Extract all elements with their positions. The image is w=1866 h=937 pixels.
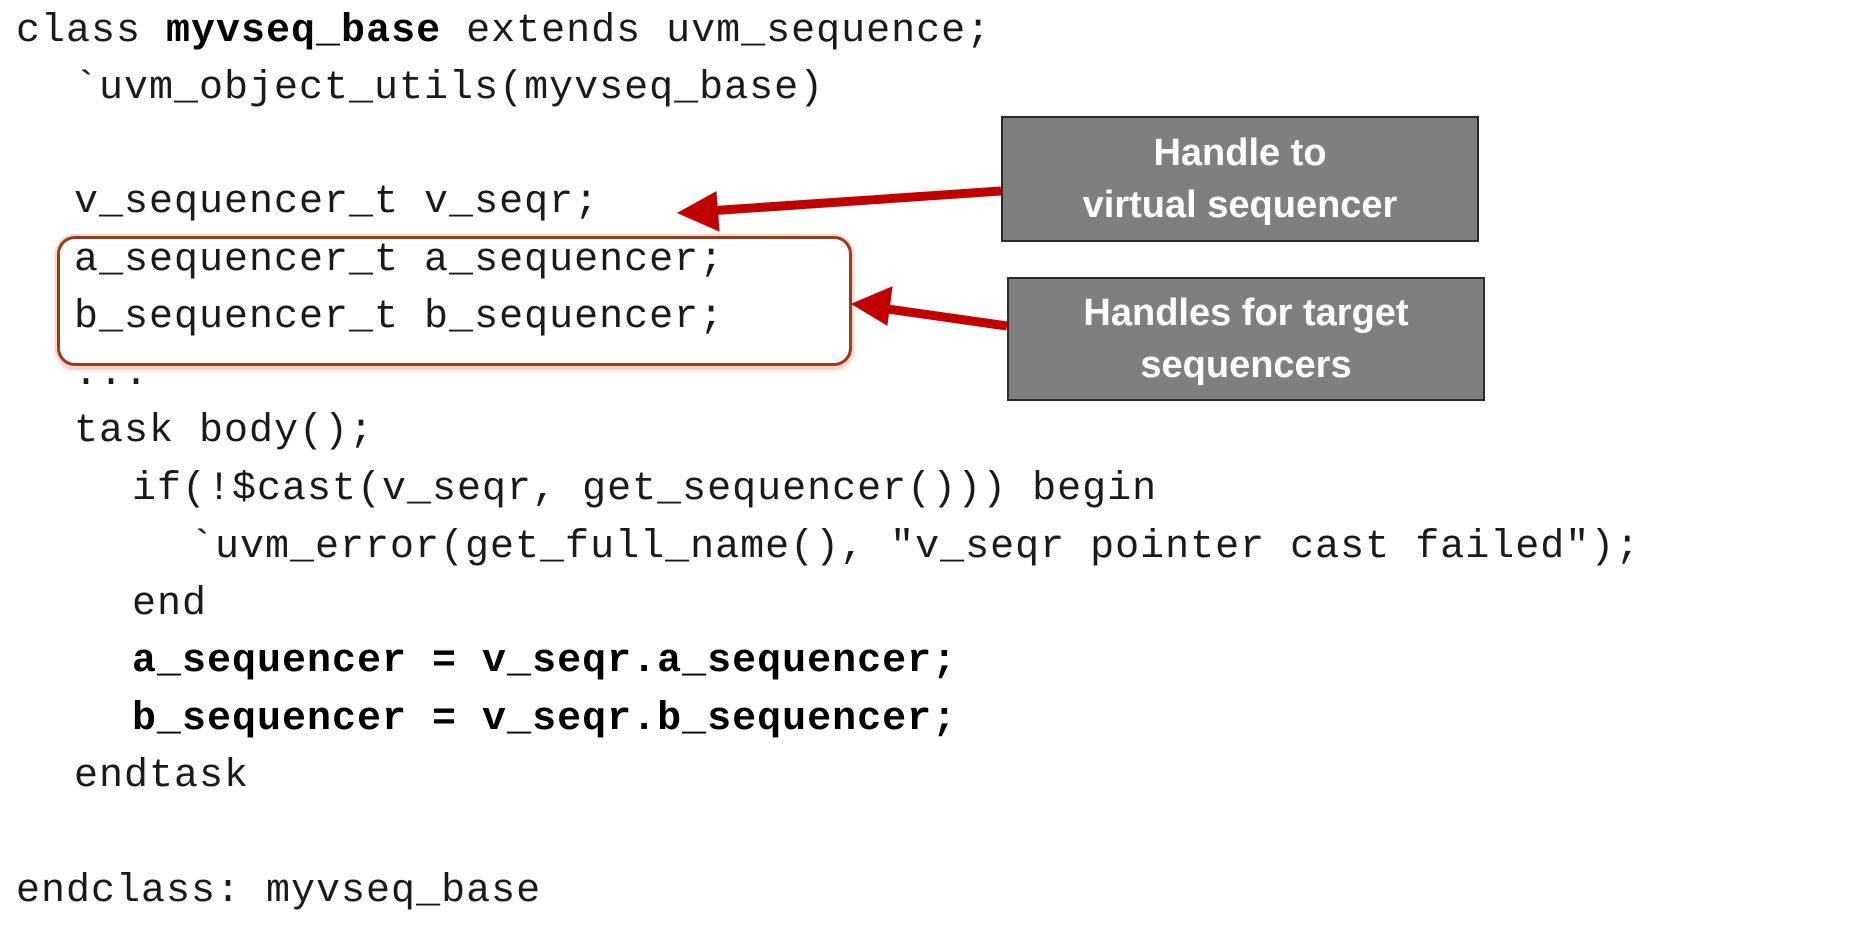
virtual-sequencer-arrowhead [676,191,720,232]
task-body-line: task body(); [74,409,375,454]
uvm-error-line: `uvm_error(get_full_name(), "v_seqr poin… [190,525,1641,570]
target-sequencers-arrow-line [880,303,1008,331]
target-sequencers-callout-line2: sequencers [1140,344,1352,386]
virtual-sequencer-callout-line1: Handle to [1153,132,1327,174]
target-sequencers-highlight-box [57,236,852,366]
end-line: end [132,582,208,627]
cast-if-line: if(!$cast(v_seqr, get_sequencer())) begi… [132,467,1158,512]
v-seqr-declaration-line: v_sequencer_t v_seqr; [74,180,600,225]
endclass-line: endclass: myvseq_base [16,869,542,914]
ellipsis-line: ... [74,352,150,397]
object-utils-line: `uvm_object_utils(myvseq_base) [74,66,825,111]
a-sequencer-assignment-line: a_sequencer = v_seqr.a_sequencer; [132,639,958,684]
class-extends: extends uvm_sequence; [441,9,992,54]
target-sequencers-callout: Handles for target sequencers [1007,277,1485,401]
class-declaration-line: class myvseq_base extends uvm_sequence; [16,8,991,56]
b-sequencer-declaration-line: b_sequencer_t b_sequencer; [74,295,725,340]
class-name: myvseq_base [166,9,442,54]
virtual-sequencer-callout: Handle to virtual sequencer [1001,116,1479,242]
target-sequencers-callout-line1: Handles for target [1083,292,1409,334]
virtual-sequencer-callout-line2: virtual sequencer [1082,184,1398,226]
class-keyword: class [16,9,167,54]
endtask-line: endtask [74,754,250,799]
target-sequencers-arrowhead [850,286,893,326]
b-sequencer-assignment-line: b_sequencer = v_seqr.b_sequencer; [132,697,958,742]
a-sequencer-declaration-line: a_sequencer_t a_sequencer; [74,238,725,283]
virtual-sequencer-arrow-line [707,186,1002,216]
